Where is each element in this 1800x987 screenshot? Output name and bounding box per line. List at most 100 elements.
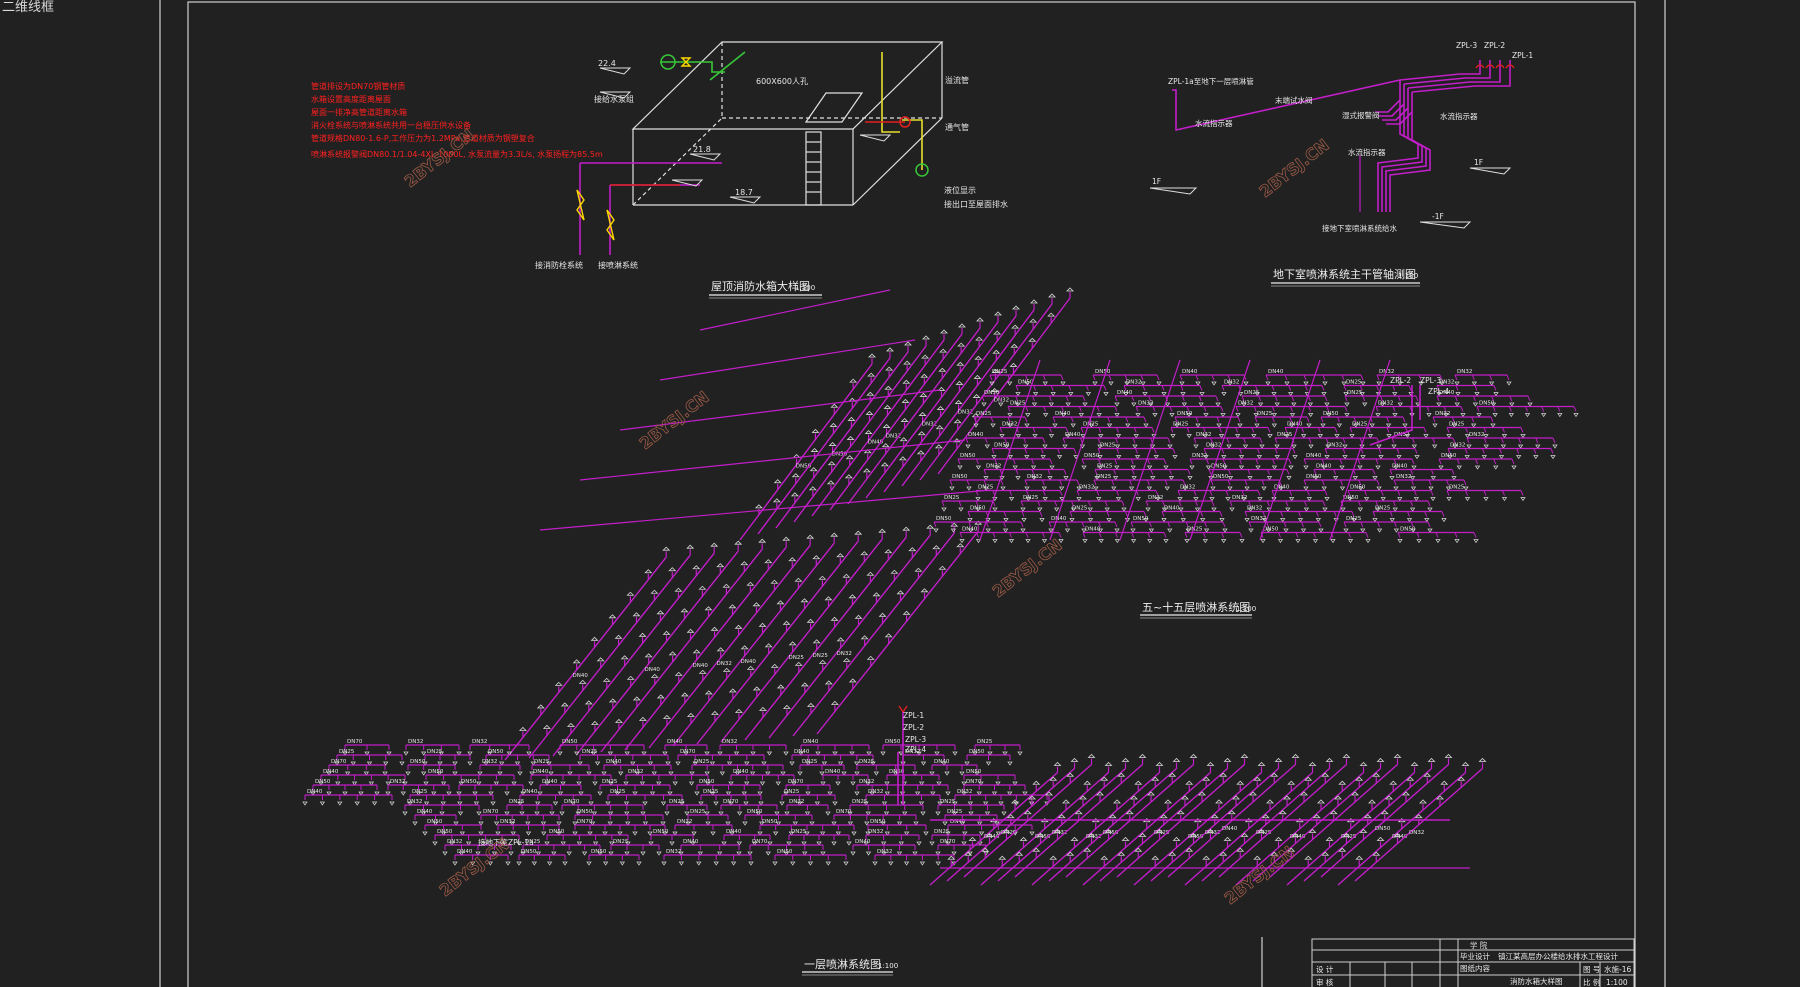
svg-text:DN70: DN70: [836, 809, 852, 815]
svg-text:DN50: DN50: [1323, 411, 1339, 417]
ground-riser-4: ZPL-4: [905, 745, 926, 754]
svg-text:DN40: DN40: [542, 779, 558, 785]
svg-text:DN32: DN32: [447, 839, 462, 845]
svg-text:DN50: DN50: [762, 819, 778, 825]
svg-text:DN40: DN40: [726, 829, 742, 835]
svg-text:DN40: DN40: [962, 527, 978, 533]
upper-riser-1: ZPL-2: [1390, 376, 1411, 385]
svg-text:DN50: DN50: [591, 849, 607, 855]
svg-text:DN32: DN32: [1079, 485, 1094, 491]
svg-text:DN32: DN32: [407, 799, 422, 805]
svg-text:DN25: DN25: [427, 749, 443, 755]
svg-text:DN25: DN25: [1277, 432, 1293, 438]
svg-text:DN32: DN32: [482, 759, 497, 765]
tank-label-hydrant: 接消防栓系统: [535, 260, 583, 270]
svg-text:DN40: DN40: [533, 769, 549, 775]
svg-text:DN25: DN25: [1346, 516, 1362, 522]
ground-connect-label: 接地下室ZPL-1a: [478, 837, 534, 847]
svg-text:DN25: DN25: [690, 809, 706, 815]
svg-text:DN70: DN70: [331, 759, 347, 765]
note-1: 管道排设为DN70钢管材质: [311, 81, 405, 91]
basement-label-branch: 湿式报警阀: [1342, 110, 1380, 120]
upper-view-title: 五~十五层喷淋系统图: [1142, 600, 1250, 614]
svg-text:DN50: DN50: [1177, 411, 1193, 417]
svg-text:DN32: DN32: [1232, 495, 1247, 501]
svg-text:DN40: DN40: [667, 739, 683, 745]
svg-text:DN70: DN70: [680, 749, 696, 755]
svg-text:DN40: DN40: [307, 789, 323, 795]
svg-text:DN40: DN40: [1392, 464, 1408, 470]
tb-thesis: 毕业设计: [1460, 951, 1490, 961]
svg-text:DN70: DN70: [752, 839, 768, 845]
svg-text:DN50: DN50: [966, 769, 982, 775]
svg-text:DN25: DN25: [978, 485, 994, 491]
basement-label-riser: ZPL-1a至地下一层喷淋管: [1168, 76, 1254, 86]
svg-text:DN40: DN40: [1085, 527, 1101, 533]
svg-text:DN32: DN32: [1469, 432, 1484, 438]
svg-text:DN25: DN25: [669, 799, 685, 805]
note-3: 屋面一排净高管道距离水箱: [311, 107, 407, 117]
title-block: 学 院 毕业设计 镇江某高层办公楼给水排水工程设计 图纸内容 消防水箱大样图 设…: [1311, 938, 1635, 987]
svg-text:DN40: DN40: [1117, 390, 1133, 396]
svg-text:DN50: DN50: [1211, 464, 1227, 470]
svg-text:DN32: DN32: [1435, 411, 1450, 417]
tb-scale: 1:100: [1606, 978, 1628, 987]
ground-riser-1: ZPL-1: [903, 711, 924, 720]
svg-text:DN25: DN25: [412, 789, 428, 795]
tb-checker: 审 核: [1316, 977, 1334, 987]
svg-text:DN40: DN40: [934, 759, 950, 765]
svg-text:DN25: DN25: [940, 799, 956, 805]
svg-text:DN25: DN25: [1023, 495, 1039, 501]
note-6: 喷淋系统报警阀DN80.1/1.04-4XL-1000L, 水泵流量为3.3L/…: [311, 149, 603, 159]
svg-text:DN32: DN32: [905, 749, 920, 755]
tb-scale-label: 比 例: [1583, 977, 1600, 987]
svg-text:DN70: DN70: [723, 799, 739, 805]
svg-text:DN50: DN50: [1213, 474, 1229, 480]
basement-label-from: 接地下室喷淋系统给水: [1322, 223, 1397, 233]
svg-text:DN32: DN32: [1148, 495, 1163, 501]
svg-text:DN25: DN25: [1341, 834, 1357, 840]
svg-text:DN32: DN32: [1379, 369, 1394, 375]
svg-text:DN50: DN50: [1350, 485, 1366, 491]
svg-text:DN40: DN40: [323, 769, 339, 775]
svg-text:DN50: DN50: [960, 453, 976, 459]
svg-text:DN32: DN32: [877, 849, 892, 855]
basement-view-title: 地下室喷淋系统主干管轴测图: [1273, 267, 1416, 281]
tb-designer: 设 计: [1316, 964, 1334, 974]
svg-text:DN25: DN25: [1097, 464, 1113, 470]
tank-el-top: 22.4: [598, 59, 616, 68]
view-mode-label[interactable]: 二维线框: [2, 0, 55, 15]
note-5: 管道规格DN80-1.6-P,工作压力为1.2MPa,管道材质为钢塑复合: [311, 133, 535, 143]
svg-text:DN25: DN25: [944, 495, 960, 501]
svg-text:DN50: DN50: [1103, 830, 1119, 836]
svg-text:DN32: DN32: [1238, 401, 1253, 407]
drawing-frame: [159, 0, 1666, 987]
svg-text:DN40: DN40: [1287, 422, 1303, 428]
svg-text:DN50: DN50: [984, 390, 1000, 396]
ground-riser-3: ZPL-3: [905, 735, 926, 744]
svg-text:DN32: DN32: [500, 819, 515, 825]
svg-text:DN25: DN25: [1072, 506, 1088, 512]
svg-text:DN25: DN25: [977, 739, 993, 745]
svg-text:DN40: DN40: [1065, 432, 1081, 438]
svg-text:DN25: DN25: [1096, 474, 1112, 480]
svg-text:DN25: DN25: [1173, 422, 1189, 428]
svg-text:DN40: DN40: [1392, 834, 1408, 840]
svg-text:DN32: DN32: [859, 779, 874, 785]
svg-text:DN25: DN25: [509, 799, 525, 805]
svg-text:DN50: DN50: [796, 464, 812, 470]
tb-drawing-label: 图纸内容: [1460, 963, 1490, 973]
svg-text:DN40: DN40: [733, 769, 749, 775]
svg-text:DN40: DN40: [803, 739, 819, 745]
svg-text:DN40: DN40: [794, 749, 810, 755]
svg-text:DN40: DN40: [950, 819, 966, 825]
watermark-2: 2BYSJ.CN: [1256, 135, 1333, 201]
basement-label-switch-2: 水流指示器: [1348, 147, 1386, 157]
svg-text:DN40: DN40: [968, 432, 984, 438]
svg-text:DN70: DN70: [966, 779, 982, 785]
tank-view: 22.4 接给水泵组 600X600人孔 溢流管 通气管 21.8 18.7 液…: [535, 41, 1008, 299]
svg-text:DN32: DN32: [1206, 443, 1221, 449]
riser-zpl-3: ZPL-3: [1456, 41, 1477, 50]
